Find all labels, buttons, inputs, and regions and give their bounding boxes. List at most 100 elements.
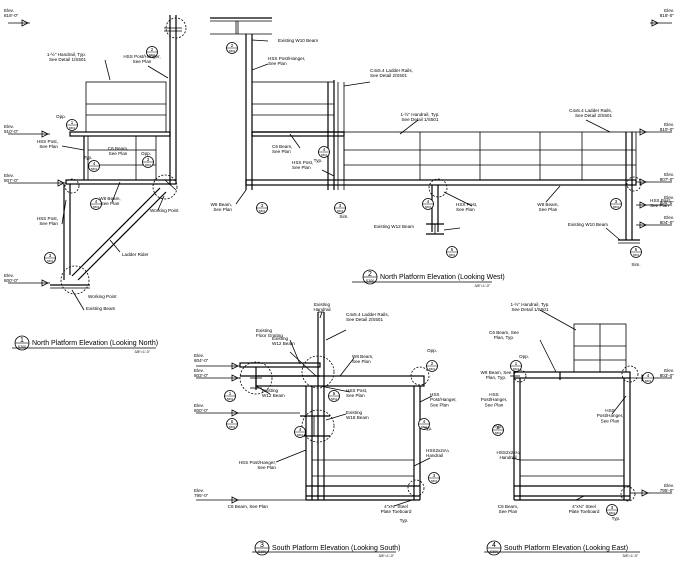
notes-v1-typ2-label: Typ. — [84, 155, 93, 160]
view-1-sheet: S300 — [18, 345, 26, 349]
elev-labels-v2-805-label: Elev.805'-0" — [660, 195, 675, 205]
view-2-title: North Platform Elevation (Looking West) — [380, 274, 505, 281]
notes-v2-hss-post3-label: HSS Post,See Plan — [650, 198, 671, 208]
detail-bubble-sheet: S501 — [429, 367, 436, 371]
view-2-scale: 3/8"=1'-0" — [474, 284, 490, 288]
detail-bubble-number: 1 — [515, 361, 518, 366]
view-title-4: 4 S300 South Platform Elevation (Looking… — [486, 540, 639, 558]
view-2-sheet: S300 — [366, 279, 374, 283]
view-1-number: 1 — [20, 337, 24, 344]
detail-bubble-sheet: S501 — [431, 479, 438, 483]
notes-v2-sim1-label: Sim. — [339, 214, 348, 219]
detail-bubble-sheet: S501 — [425, 205, 432, 209]
view-1-scale: 3/8"=1'-0" — [134, 350, 150, 354]
detail-bubble-sheet: S501 — [513, 367, 520, 371]
detail-bubble-number: 6 — [497, 425, 500, 430]
notes-v1-hss-post2-label: HSS Post,See Plan — [37, 216, 59, 226]
detail-bubble-sheet: S501 — [633, 253, 640, 257]
detail-bubble-number: 3 — [147, 157, 150, 162]
detail-bubble-number: 4 — [427, 199, 430, 204]
detail-bubble-number: 4 — [299, 427, 302, 432]
detail-bubble-sheet: S501 — [613, 205, 620, 209]
detail-bubble-number: 3 — [615, 199, 618, 204]
detail-bubble-number: 3 — [611, 505, 614, 510]
detail-bubble-sheet: S501 — [229, 425, 236, 429]
notes-v2-w8-right-label: W8 Beam,See Plan — [537, 202, 558, 212]
detail-bubble-sheet: S501 — [609, 511, 616, 515]
notes-v3-c6-label: C6 Beam, See Plan — [228, 504, 269, 509]
view-3-sheet: S300 — [258, 550, 266, 554]
detail-bubble-number: 4 — [423, 419, 426, 424]
view-4-sheet: S300 — [490, 550, 498, 554]
detail-bubble-sheet: S501 — [47, 259, 54, 263]
detail-bubble-sheet: S501 — [645, 379, 652, 383]
notes-v1-opp3-label: Opp. — [141, 151, 151, 156]
elev-labels-v3-803-label: Elev.803'-0" — [194, 368, 209, 378]
elevation-markers — [8, 19, 672, 504]
detail-bubble-number: 3 — [49, 253, 52, 258]
elev-labels-top-right-label: Elev.818'-0" — [660, 8, 675, 18]
detail-bubble-number: 2 — [431, 361, 434, 366]
detail-bubble-number: 4 — [323, 147, 326, 152]
detail-bubble-sheet: S501 — [259, 209, 266, 213]
detail-bubble-number: 1 — [229, 391, 232, 396]
title-underlines — [12, 281, 640, 553]
detail-bubble-number: 2 — [151, 47, 154, 52]
notes-v1-existing-label: Existing Beam — [86, 306, 116, 311]
notes-v2-w10-right-label: Existing W10 Beam — [568, 222, 608, 227]
view-3-drawing — [239, 311, 433, 507]
notes-v2-c4-rails-label: C4x5.4 Ladder Rails,See Detail 2/S501 — [370, 68, 413, 78]
elev-labels-v4-795-label: Elev.795'-0" — [660, 483, 675, 493]
notes-v3-hss-hanger-l-label: HSS Post/Hanger,See Plan — [239, 460, 277, 470]
detail-bubble-sheet: S501 — [145, 163, 152, 167]
detail-bubble-sheet: S501 — [337, 209, 344, 213]
elev-labels-v2-804-label: Elev.804'-0" — [660, 215, 675, 225]
notes-v4-opp-label: Opp. — [519, 354, 529, 359]
detail-bubble-sheet: S501 — [449, 253, 456, 257]
notes-v2-c6-label: C6 Beam,See Plan — [272, 144, 292, 154]
detail-bubble-number: 3 — [261, 203, 264, 208]
notes-v2-hss-post-label: HSS Post,See Plan — [292, 160, 313, 170]
view-4-drawing — [510, 309, 639, 502]
elev-labels-v2-807-label: Elev.807'-0" — [660, 172, 675, 182]
notes-v1-handrail-label: 1-½" Handrail, Typ.See Detail 1/S501 — [47, 51, 87, 62]
view-title-3: 3 S300 South Platform Elevation (Looking… — [254, 540, 400, 558]
view-1-title: North Platform Elevation (Looking North) — [32, 340, 158, 347]
notes-v2-w8-left-label: W8 Beam,See Plan — [211, 202, 233, 212]
notes-v3-hss-post-label: HSS Post,See Plan — [346, 388, 367, 398]
detail-bubble-sheet: S501 — [91, 167, 98, 171]
notes-v1-c6-label: C6 Beam,See Plan — [108, 146, 128, 156]
detail-bubble-number: 6 — [231, 419, 234, 424]
notes-v1-working-bot-label: Working Point — [88, 294, 117, 299]
detail-bubble-sheet: S501 — [331, 397, 338, 401]
view-3-number: 3 — [260, 542, 264, 549]
detail-bubble-number: 1 — [71, 120, 74, 125]
detail-bubble-number: 4 — [95, 199, 98, 204]
view-title-1: 1 S300 North Platform Elevation (Looking… — [14, 335, 158, 354]
detail-bubble-number: 3 — [433, 473, 436, 478]
notes-v2-w12-label: Existing W12 Beam — [374, 224, 414, 229]
detail-bubble-sheet: S501 — [69, 126, 76, 130]
detail-bubble-sheet: S501 — [421, 425, 428, 429]
notes-v2-w10-label: Existing W10 Beam — [278, 38, 318, 43]
